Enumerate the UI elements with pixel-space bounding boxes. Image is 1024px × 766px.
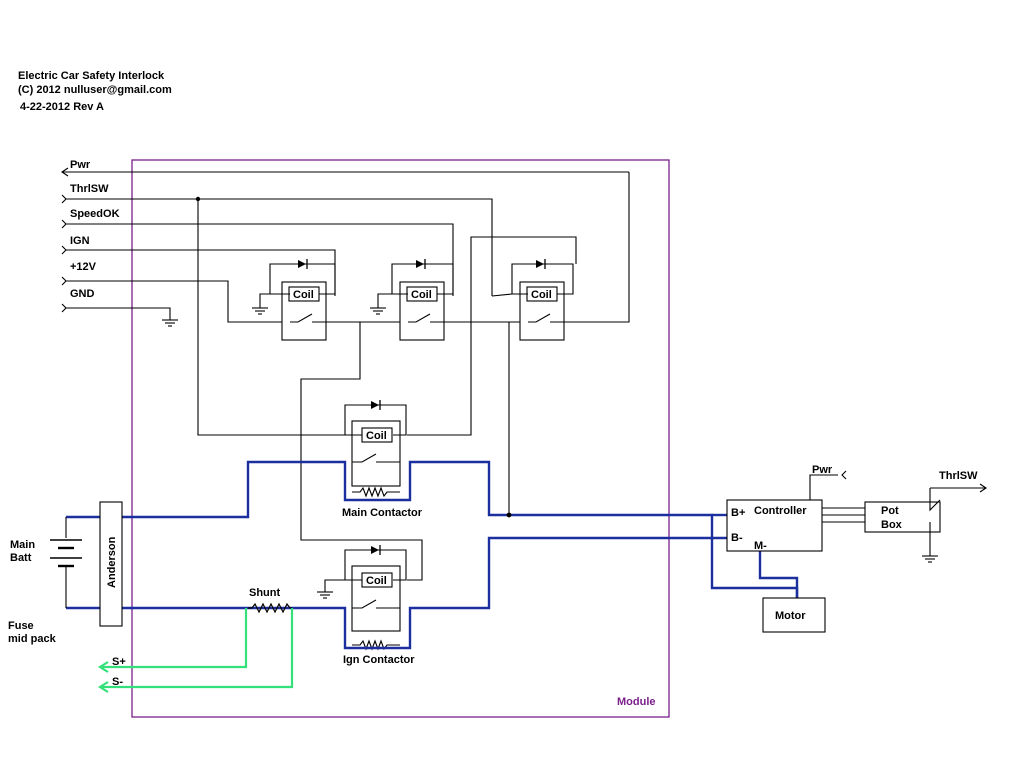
main-coil-return: [407, 322, 472, 436]
pot-box: Pot Box ThrlSW: [864, 470, 987, 563]
relay-1-coil-label: Coil: [293, 289, 314, 301]
relay-3-to-pwr: [564, 172, 630, 323]
signal-label-thrlsw: ThrlSW: [70, 183, 109, 195]
ign-contactor: Coil Ign Contactor: [316, 544, 415, 666]
signal-inputs: Pwr ThrlSW SpeedOK IGN +12V GND: [61, 159, 629, 327]
relay-2: Coil: [369, 258, 454, 341]
battery-label-line2: Batt: [10, 552, 32, 564]
junction-dot: [195, 196, 201, 202]
relay-2-to-relay-3: [470, 236, 577, 322]
battery-icon: [50, 517, 82, 608]
high-current-bus: [66, 460, 799, 650]
pot-box-label-line2: Box: [881, 519, 903, 531]
main-contactor-label: Main Contactor: [342, 507, 423, 519]
controller-b-plus-label: B+: [731, 507, 745, 519]
controller-b-minus-label: B-: [731, 532, 743, 544]
bus-junction-dot: [506, 512, 512, 518]
signal-label-speedok: SpeedOK: [70, 208, 120, 220]
shunt: Shunt S+ S-: [97, 587, 294, 693]
pwr-arrow: [61, 167, 69, 177]
controller: Controller B+ B- M- Pwr: [726, 464, 871, 552]
controller-m-minus-label: M-: [754, 540, 767, 552]
gnd-line: [66, 307, 171, 314]
ign-contactor-label: Ign Contactor: [343, 654, 415, 666]
thrlsw-to-main-coil: [197, 199, 345, 436]
ign-contactor-coil-label: Coil: [366, 575, 387, 587]
relay-chain-to-ign-coil: [300, 322, 423, 581]
v12-input-mark: [61, 276, 67, 286]
signal-label-12v: +12V: [70, 261, 97, 273]
revision-line: 4-22-2012 Rev A: [20, 101, 104, 113]
battery-label-line1: Main: [10, 539, 35, 551]
relay-3-diode-icon: [535, 258, 546, 270]
diagram-title: Electric Car Safety Interlock: [18, 70, 165, 82]
signal-label-pwr: Pwr: [70, 159, 91, 171]
fuse-label-line2: mid pack: [8, 633, 57, 645]
relay-2-coil-label: Coil: [411, 289, 432, 301]
controller-label: Controller: [754, 505, 807, 517]
shunt-label: Shunt: [249, 587, 280, 599]
main-contactor-coil-label: Coil: [366, 430, 387, 442]
module-border: [131, 159, 670, 718]
ign-contactor-diode-icon: [370, 544, 381, 556]
main-contactor: Coil Main Contactor: [342, 399, 423, 519]
anderson-label: Anderson: [106, 536, 118, 588]
thrlsw-line: [66, 198, 493, 296]
controller-pwr-label: Pwr: [812, 464, 833, 476]
shunt-s-plus-label: S+: [112, 656, 126, 668]
gnd-symbol: [161, 313, 179, 327]
pot-box-ground-icon: [921, 549, 939, 563]
signal-label-gnd: GND: [70, 288, 95, 300]
pot-box-thrlsw-label: ThrlSW: [939, 470, 978, 482]
relay-3-coil-label: Coil: [531, 289, 552, 301]
relay-2-ground-icon: [369, 301, 387, 315]
relay-1: Coil: [251, 258, 336, 341]
thrlsw-input-mark: [61, 194, 67, 204]
motor: [762, 597, 826, 633]
motor-label: Motor: [775, 610, 806, 622]
gnd-input-mark: [61, 303, 67, 313]
speedok-line: [66, 223, 454, 296]
ign-input-mark: [61, 245, 67, 255]
relay-3: Coil: [511, 258, 574, 341]
signal-label-ign: IGN: [70, 235, 90, 247]
relay-3-to-bus: [508, 321, 520, 515]
module-label: Module: [617, 696, 656, 708]
relay-1-diode-icon: [297, 258, 308, 270]
fuse-label-line1: Fuse: [8, 620, 34, 632]
v12-line: [66, 280, 520, 323]
ign-contactor-ground-icon: [316, 585, 334, 599]
relay-2-diode-icon: [415, 258, 426, 270]
main-contactor-diode-icon: [370, 399, 381, 411]
pot-box-label-line1: Pot: [881, 505, 899, 517]
relay-1-ground-icon: [251, 301, 269, 315]
anderson-connector: [99, 501, 123, 627]
copyright-line: (C) 2012 nulluser@gmail.com: [18, 84, 172, 96]
shunt-s-minus-label: S-: [112, 676, 123, 688]
speedok-input-mark: [61, 219, 67, 229]
relay-3-coil-feed: [491, 293, 513, 297]
